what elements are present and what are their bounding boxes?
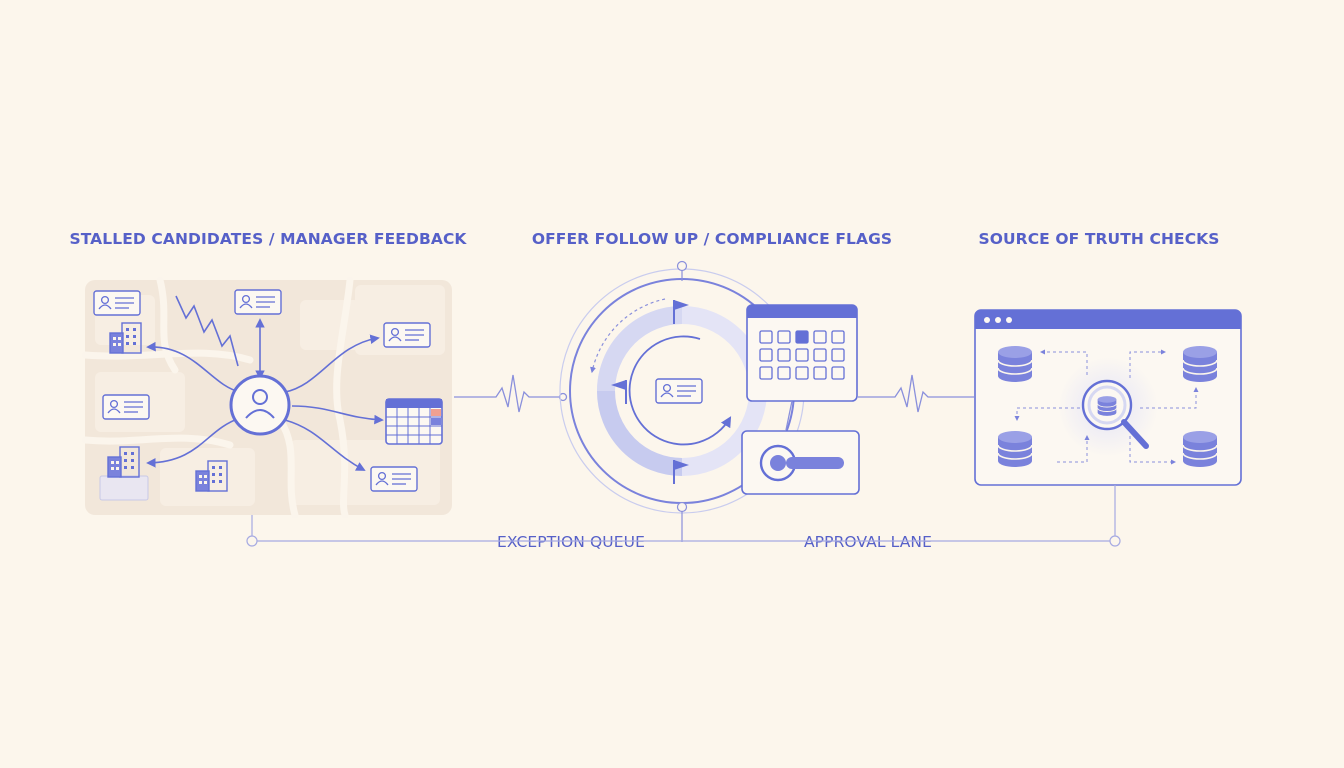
heading-source-of-truth: SOURCE OF TRUTH CHECKS (978, 230, 1220, 248)
lane-label-approval-lane: APPROVAL LANE (795, 533, 941, 551)
toggle-icon (741, 430, 860, 495)
database-icon (997, 430, 1033, 468)
calendar-icon (746, 304, 858, 402)
calendar-icon (385, 398, 443, 445)
heading-offer-follow-up: OFFER FOLLOW UP / COMPLIANCE FLAGS (531, 230, 893, 248)
magnifier-icon (1081, 379, 1149, 449)
id-card-icon (234, 289, 282, 315)
stalled-candidates-map (81, 276, 452, 519)
id-card-icon (370, 466, 418, 492)
lane-label-exception-queue: EXCEPTION QUEUE (489, 533, 653, 551)
heading-stalled-candidates: STALLED CANDIDATES / MANAGER FEEDBACK (69, 230, 467, 248)
browser-window-icon (974, 309, 1242, 486)
database-icon (997, 345, 1033, 383)
id-card-icon (102, 394, 150, 420)
database-icon (1182, 430, 1218, 468)
lane-connectors (246, 485, 1121, 547)
person-icon (229, 374, 291, 436)
zigzag-icon (175, 295, 239, 367)
id-card-icon (383, 322, 431, 348)
offer-follow-up-cycle (559, 260, 860, 542)
id-card-icon (655, 378, 703, 404)
id-card-icon (93, 290, 141, 316)
database-icon (1182, 345, 1218, 383)
